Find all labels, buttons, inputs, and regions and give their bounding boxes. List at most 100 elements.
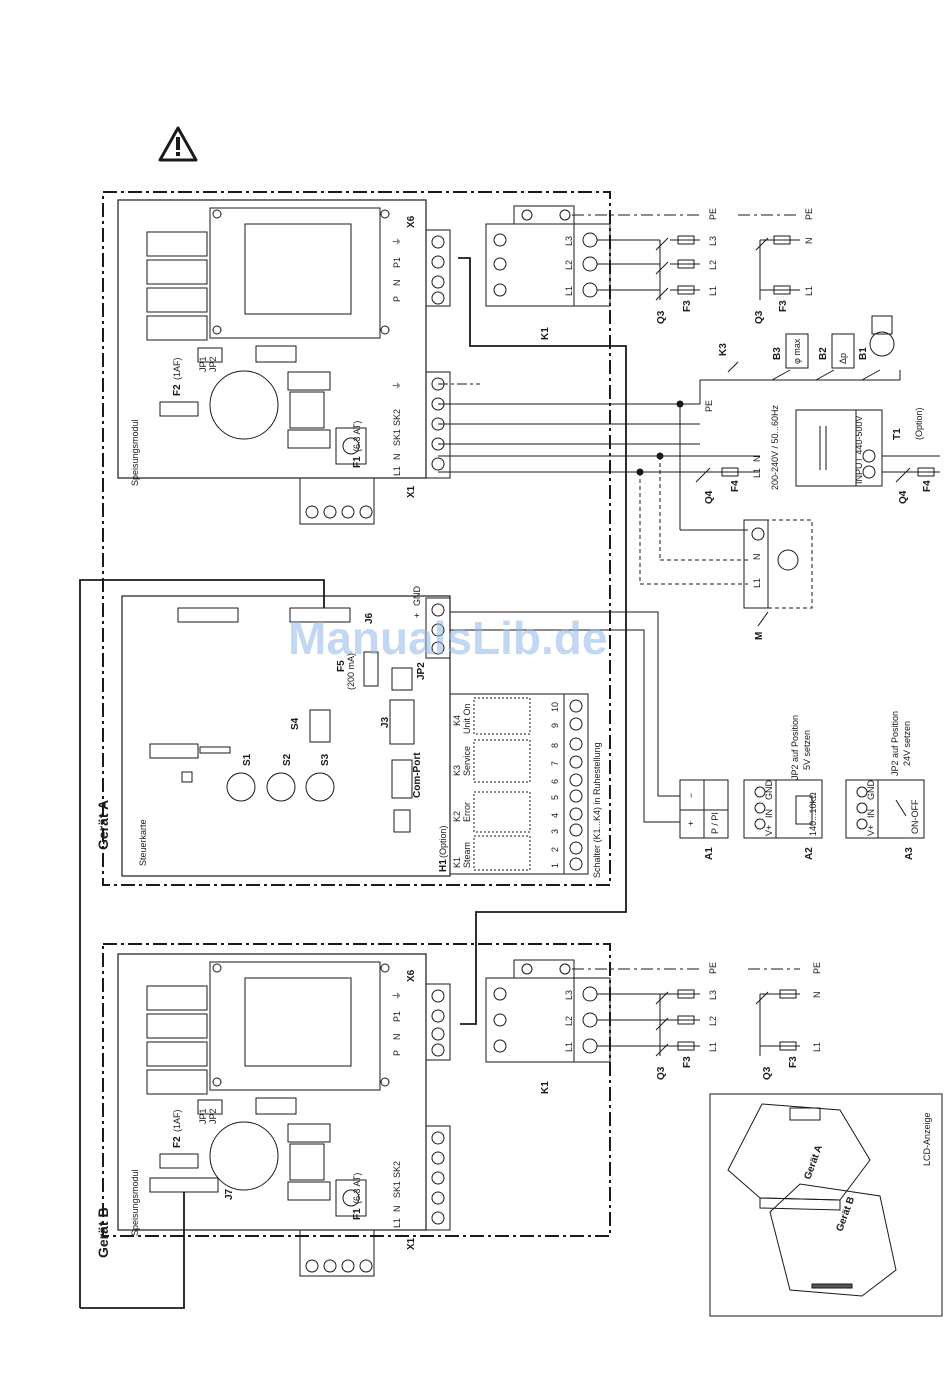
control-n: N <box>752 456 762 463</box>
device-a-title: Gerät A <box>95 800 111 850</box>
control-card-title: Steuerkarte <box>138 819 148 866</box>
x6-a-t1: P <box>392 296 402 302</box>
watermark: ManualsLib.de <box>288 612 607 664</box>
fuse-f2-a: F2 <box>172 384 183 396</box>
line-a-alt-n: N <box>804 238 814 245</box>
contactor-k1-b <box>485 959 611 1063</box>
supply-module-b-title: Speisungsmodul <box>130 1169 140 1236</box>
line-b-l2: L2 <box>708 1016 718 1026</box>
relay-board-h1 <box>449 693 589 875</box>
a3-vplus: V+ <box>866 825 876 836</box>
fuse-f1-a: F1 <box>352 456 363 468</box>
a2-label: A2 <box>804 847 815 860</box>
relay-k2-name: Error <box>462 802 472 822</box>
x1-a-t5: ⏚ <box>392 381 402 390</box>
line-a-alt-l1: L1 <box>804 286 814 296</box>
fuse-f1-b-rating: (6.3 AT) <box>352 1173 362 1204</box>
jp2-control-label: JP2 <box>416 662 427 680</box>
a3-gnd: GND <box>866 780 876 801</box>
signal-devices <box>679 779 925 839</box>
jp2-a: JP2 <box>208 356 218 372</box>
k1-b-l3: L3 <box>564 990 574 1000</box>
relay-pin-9: 9 <box>550 723 560 728</box>
a2-vplus: V+ <box>764 825 774 836</box>
f3-a-label: F3 <box>682 300 693 312</box>
k1-b-l1: L1 <box>564 1042 574 1052</box>
device-a-boundary <box>102 191 611 886</box>
a2-text: 140...10kΩ <box>808 792 818 836</box>
supply-module-a-title: Speisungsmodul <box>130 419 140 486</box>
supply-lines-a <box>572 214 800 301</box>
relay-k3-name: Service <box>462 746 472 776</box>
device-a-supply-module <box>117 199 427 479</box>
t1-label: T1 <box>892 428 903 440</box>
x6-a-t2: N <box>392 280 402 287</box>
h1-label: H1 <box>438 859 449 872</box>
a1-minus: − <box>686 793 696 798</box>
a2-note1: JP2 auf Position <box>790 715 800 780</box>
b3-symbol: φ max <box>792 338 802 364</box>
a3-note2: 24V setzen <box>902 721 912 766</box>
illustration-lcd: LCD-Anzeige <box>922 1112 932 1166</box>
line-b-l1: L1 <box>708 1042 718 1052</box>
x6-terminal-block-b <box>425 983 451 1061</box>
f5-rating: (200 mA) <box>346 653 356 690</box>
relay-k4-name: Unit On <box>462 703 472 734</box>
fuse-f1-a-rating: (6.3 AT) <box>352 421 362 452</box>
h1-option: (Option) <box>438 825 448 858</box>
x1-a-t4: SK2 <box>392 409 402 426</box>
k1-a-l2: L2 <box>564 260 574 270</box>
relay-pin-2: 2 <box>550 847 560 852</box>
a1-text: P / PI <box>710 812 720 834</box>
supply-lines-b <box>572 968 800 1057</box>
j3-label: J3 <box>380 716 391 728</box>
relay-pin-3: 3 <box>550 829 560 834</box>
x1-a-t1: L1 <box>392 466 402 476</box>
f3-a-alt-label: F3 <box>778 300 789 312</box>
line-b-alt-pe: PE <box>812 962 822 974</box>
illustration-device-a: Gerät A <box>802 1144 825 1181</box>
b1-label: B1 <box>858 347 869 360</box>
relay-k1-name: Steam <box>462 842 472 868</box>
jp1-b: JP1 <box>198 1108 208 1124</box>
k3-label: K3 <box>718 343 729 356</box>
warning-icon <box>158 126 198 162</box>
line-b-pe: PE <box>708 962 718 974</box>
device-illustration <box>709 1093 943 1317</box>
k1-a-l3: L3 <box>564 236 574 246</box>
motor-l1: L1 <box>752 578 762 588</box>
line-a-alt-pe: PE <box>804 208 814 220</box>
t1-input: INPUT 440-500V <box>854 416 864 484</box>
motor-n: N <box>752 554 762 561</box>
relay-pin-6: 6 <box>550 779 560 784</box>
x6-a-t3: P1 <box>392 257 402 268</box>
k1-b-l2: L2 <box>564 1016 574 1026</box>
signal-lines <box>450 611 680 823</box>
fuse-f2-b-rating: (1AF) <box>172 1109 182 1132</box>
device-b-title: Gerät B <box>95 1207 111 1258</box>
s4-label: S4 <box>290 717 301 730</box>
fuse-f2-a-rating: (1AF) <box>172 357 182 380</box>
x6-a-label: X6 <box>406 215 417 228</box>
bottom-terminal-block-a <box>299 477 375 525</box>
line-b-alt-l1: L1 <box>812 1042 822 1052</box>
x6-b-t4: ⏚ <box>392 991 402 1000</box>
b3-label: B3 <box>772 347 783 360</box>
jp1-a: JP1 <box>198 356 208 372</box>
control-pe: PE <box>704 400 714 412</box>
a2-gnd: GND <box>764 780 774 801</box>
jp2-b: JP2 <box>208 1108 218 1124</box>
control-rating: 200-240V / 50...60Hz <box>770 404 780 490</box>
k1-a-l1: L1 <box>564 286 574 296</box>
a3-in: IN <box>866 809 876 818</box>
line-a-l3: L3 <box>708 236 718 246</box>
relay-k1-id: K1 <box>452 857 462 868</box>
x1-a-label: X1 <box>406 485 417 498</box>
motor-label: M <box>754 632 765 640</box>
x1-terminal-block-b <box>425 1125 451 1231</box>
interconnect-lines <box>79 257 627 1309</box>
relay-pin-8: 8 <box>550 743 560 748</box>
relay-k3-id: K3 <box>452 765 462 776</box>
